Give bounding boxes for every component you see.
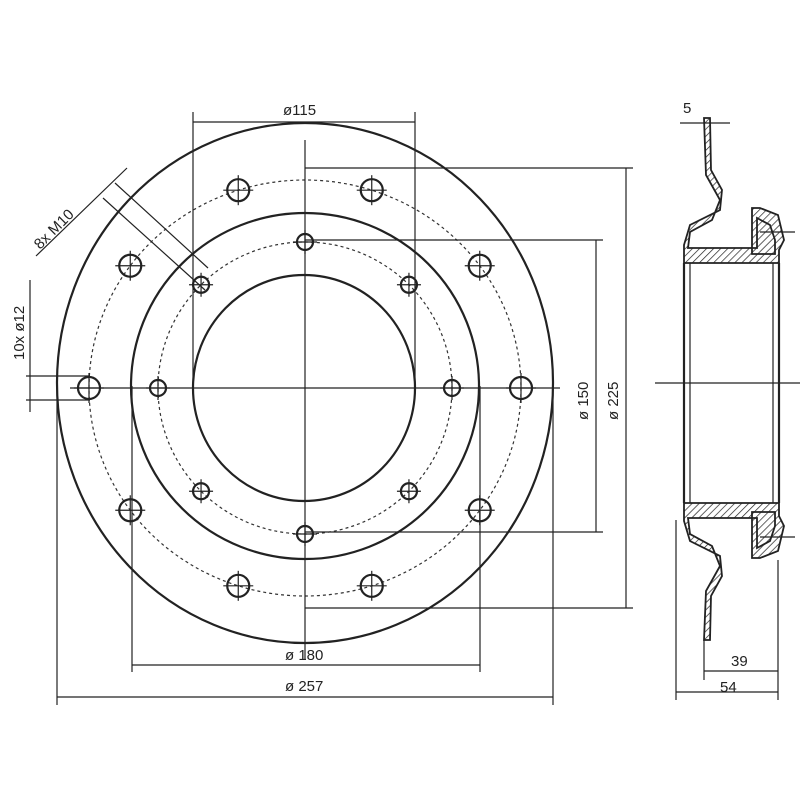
dim-outer-bolt-circle: ø 225 xyxy=(305,167,633,609)
thread-callout-label: 8x M10 xyxy=(31,206,78,253)
side-view: 5 39 54 xyxy=(655,100,800,700)
hole-callout: 10x ø12 xyxy=(11,280,90,412)
dim-inner-bolt-circle: ø 150 xyxy=(305,239,603,533)
dim-depth-inner-label: 39 xyxy=(731,653,748,670)
upper-section xyxy=(683,117,785,264)
hole-callout-label: 10x ø12 xyxy=(11,306,28,360)
dim-inner-bolt-circle-label: ø 150 xyxy=(575,382,592,420)
front-view: ø115 ø 150 ø 225 ø 180 ø 257 xyxy=(11,102,633,705)
dim-outer-diameter: ø 257 xyxy=(56,383,554,705)
dim-inner-bore: ø115 xyxy=(192,102,416,388)
dim-mid-diameter-label: ø 180 xyxy=(285,647,323,664)
dim-thickness-label: 5 xyxy=(683,100,691,117)
thread-callout: 8x M10 xyxy=(31,167,209,291)
dim-inner-bore-label: ø115 xyxy=(283,102,316,119)
dim-outer-diameter-label: ø 257 xyxy=(285,678,323,695)
dim-mid-diameter: ø 180 xyxy=(131,386,481,672)
dim-depth-total-label: 54 xyxy=(720,679,737,696)
lower-section xyxy=(683,502,785,641)
dim-outer-bolt-circle-label: ø 225 xyxy=(605,382,622,420)
